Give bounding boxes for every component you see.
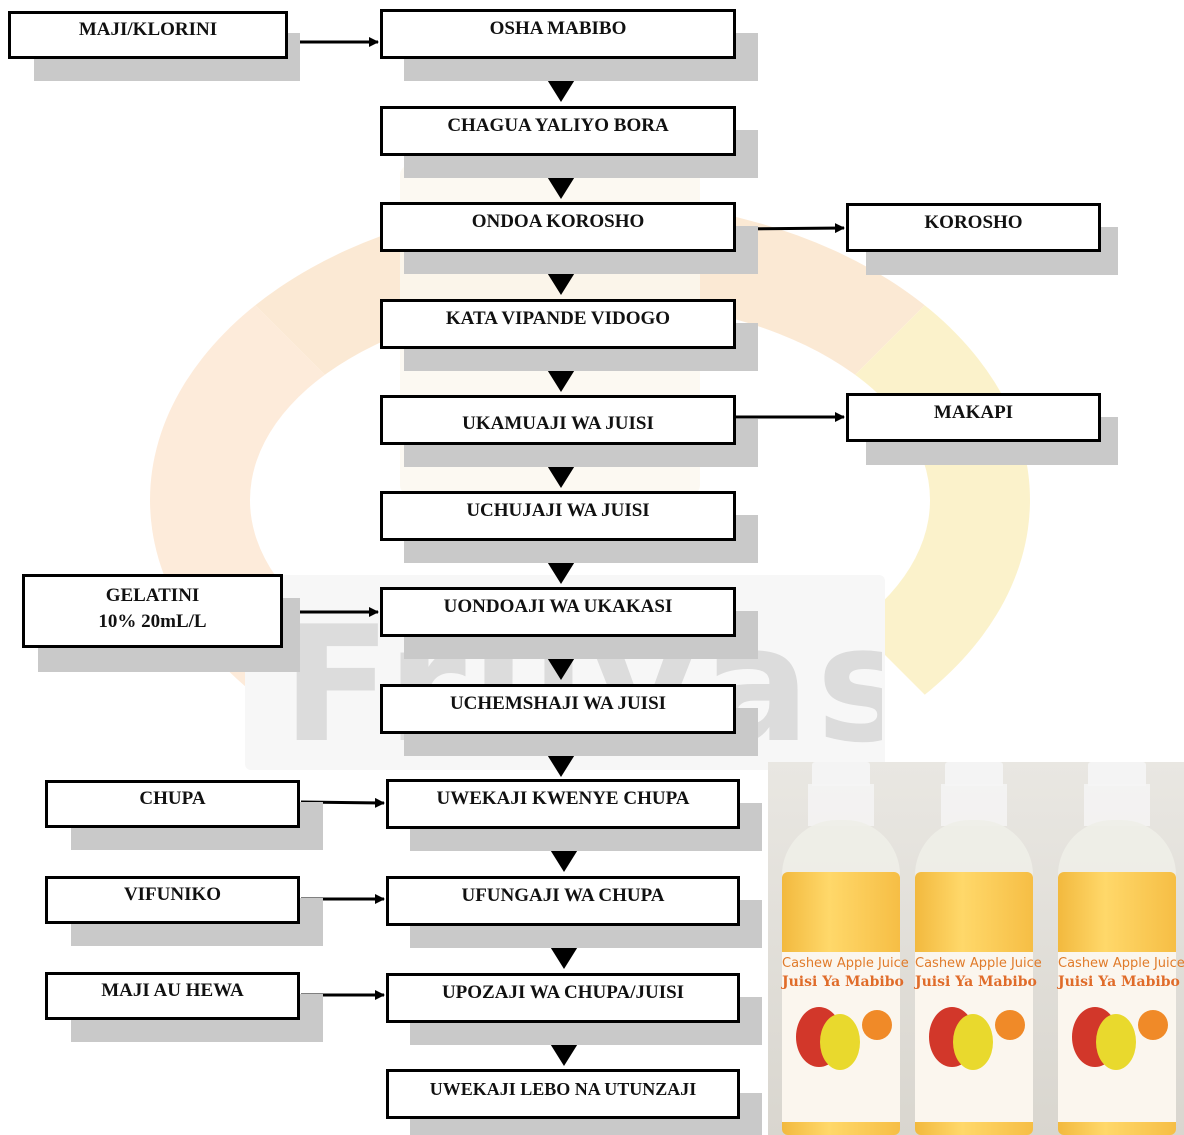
- step-label: OSHA MABIBO: [380, 9, 736, 59]
- step-box: UPOZAJI WA CHUPA/JUISI: [386, 973, 762, 1045]
- input-box-maji-au-hewa: MAJI AU HEWA: [45, 972, 323, 1042]
- step-box: CHAGUA YALIYO BORA: [380, 106, 758, 178]
- input-label-group: GELATINI 10% 20mL/L: [22, 574, 283, 648]
- step-box: UONDOAJI WA UKAKASI: [380, 587, 758, 659]
- juice-bottle: Cashew Apple Juice Juisi Ya Mabibo: [1058, 762, 1184, 1135]
- step-box: UKAMUAJI WA JUISI: [380, 395, 758, 467]
- input-label: CHUPA: [45, 780, 300, 828]
- input-label: MAJI AU HEWA: [45, 972, 300, 1020]
- step-label: CHAGUA YALIYO BORA: [380, 106, 736, 156]
- step-label: UONDOAJI WA UKAKASI: [380, 587, 736, 637]
- input-label: MAJI/KLORINI: [8, 11, 288, 59]
- step-box: KATA VIPANDE VIDOGO: [380, 299, 758, 371]
- bottle-label-line1: Cashew Apple Juice: [782, 956, 909, 971]
- output-label: MAKAPI: [846, 393, 1101, 442]
- bottle-label-line1: Cashew Apple Juice: [915, 956, 1042, 971]
- step-label: UPOZAJI WA CHUPA/JUISI: [386, 973, 740, 1023]
- output-label: KOROSHO: [846, 203, 1101, 252]
- product-photo: Cashew Apple Juice Juisi Ya Mabibo Cashe…: [768, 762, 1184, 1135]
- input-label: VIFUNIKO: [45, 876, 300, 924]
- step-label: UWEKAJI LEBO NA UTUNZAJI: [386, 1069, 740, 1119]
- step-label: ONDOA KOROSHO: [380, 202, 736, 252]
- input-label-dosage: 10% 20mL/L: [98, 611, 207, 632]
- bottle-label: Cashew Apple Juice Juisi Ya Mabibo: [782, 952, 909, 1122]
- step-box: UFUNGAJI WA CHUPA: [386, 876, 762, 948]
- juice-bottle: Cashew Apple Juice Juisi Ya Mabibo: [915, 762, 1042, 1135]
- step-box: UCHUJAJI WA JUISI: [380, 491, 758, 563]
- step-box: UCHEMSHAJI WA JUISI: [380, 684, 758, 756]
- step-box: OSHA MABIBO: [380, 9, 758, 81]
- bottle-label: Cashew Apple Juice Juisi Ya Mabibo: [1058, 952, 1184, 1122]
- output-box-korosho: KOROSHO: [846, 203, 1118, 275]
- bottle-label-line2: Juisi Ya Mabibo: [1058, 974, 1180, 990]
- juice-bottle: Cashew Apple Juice Juisi Ya Mabibo: [782, 762, 909, 1135]
- input-box-chupa: CHUPA: [45, 780, 323, 850]
- input-label: GELATINI: [105, 585, 200, 606]
- step-label: UFUNGAJI WA CHUPA: [386, 876, 740, 926]
- bottle-label-line2: Juisi Ya Mabibo: [782, 974, 904, 990]
- bottle-label-line1: Cashew Apple Juice: [1058, 956, 1184, 971]
- step-box: ONDOA KOROSHO: [380, 202, 758, 274]
- step-box: UWEKAJI KWENYE CHUPA: [386, 779, 762, 851]
- output-box-makapi: MAKAPI: [846, 393, 1118, 465]
- step-label: UKAMUAJI WA JUISI: [380, 395, 736, 445]
- step-label: UWEKAJI KWENYE CHUPA: [386, 779, 740, 829]
- step-label: UCHUJAJI WA JUISI: [380, 491, 736, 541]
- step-label: KATA VIPANDE VIDOGO: [380, 299, 736, 349]
- input-box-gelatini: GELATINI 10% 20mL/L: [22, 574, 300, 672]
- input-box-vifuniko: VIFUNIKO: [45, 876, 323, 946]
- input-box-maji-klorini: MAJI/KLORINI: [8, 11, 300, 81]
- step-box: UWEKAJI LEBO NA UTUNZAJI: [386, 1069, 762, 1135]
- step-label: UCHEMSHAJI WA JUISI: [380, 684, 736, 734]
- bottle-label: Cashew Apple Juice Juisi Ya Mabibo: [915, 952, 1042, 1122]
- bottle-label-line2: Juisi Ya Mabibo: [915, 974, 1037, 990]
